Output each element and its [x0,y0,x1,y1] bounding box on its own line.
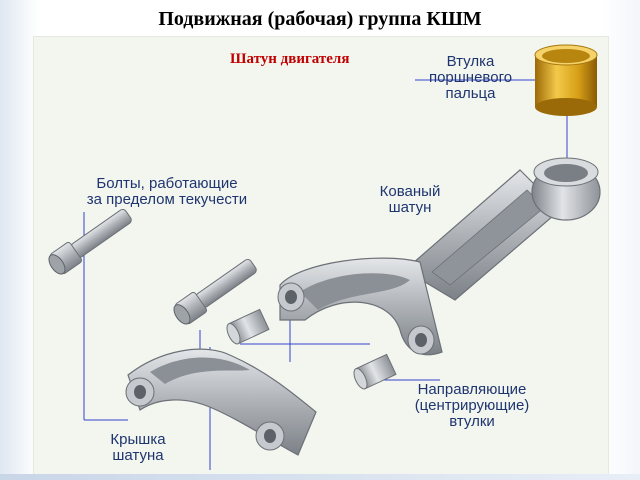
diagram-caption: Шатун двигателя [230,51,350,67]
diagram-panel [33,36,609,476]
slide-bottom-bar [0,474,640,480]
label-guide-sleeves: Направляющие (центрирующие) втулки [414,381,530,430]
piston-pin-bushing-icon [534,44,598,116]
label-piston-pin-bushing: Втулка поршневого пальца [428,53,513,102]
label-bolts: Болты, работающие за пределом текучести [86,175,248,208]
page-title: Подвижная (рабочая) группа КШМ [158,8,482,30]
connecting-rod-icon [277,157,601,356]
label-forged-rod: Кованый шатун [379,183,441,216]
rod-cap-icon [125,348,317,456]
guide-sleeve-icon [226,308,397,390]
rod-bolt-icon [48,208,257,325]
label-rod-cap: Крышка шатуна [110,431,166,464]
